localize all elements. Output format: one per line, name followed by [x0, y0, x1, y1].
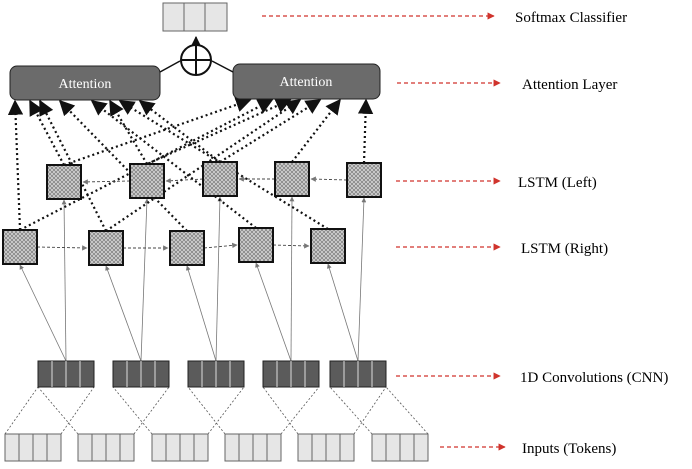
- fan-link: [133, 386, 170, 435]
- cnn-to-lstm-arrow: [61, 199, 67, 362]
- fan-link: [60, 386, 95, 435]
- lstm-to-attention-arrow: [29, 99, 65, 166]
- lstm-left-arrow: [310, 176, 348, 182]
- cnn-to-lstm-arrow: [326, 263, 359, 362]
- fan-link: [207, 386, 245, 435]
- lstm-left-label: LSTM (Left): [518, 175, 597, 191]
- lstm-left-cells: [46, 161, 382, 200]
- attention-right: Attention: [232, 63, 381, 100]
- attention-left-label: Attention: [59, 77, 112, 92]
- cnn-to-lstm-arrow: [215, 196, 223, 362]
- lstm-to-attention-arrow: [146, 98, 292, 166]
- cnn-to-lstm-arrow: [255, 262, 292, 362]
- softmax-label: Softmax Classifier: [515, 10, 627, 26]
- input-tokens: [4, 433, 429, 462]
- lstm-to-attention-arrow: [105, 99, 302, 232]
- cnn-to-lstm-arrow: [289, 196, 295, 362]
- lstm-to-attention-arrow: [138, 100, 221, 163]
- fan-link: [37, 386, 79, 435]
- lstm-left-cell: [346, 162, 382, 198]
- softmax-output: [162, 2, 228, 32]
- attention-right-label: Attention: [280, 75, 333, 90]
- lstm-to-attention-arrow: [39, 99, 107, 232]
- cnn-to-lstm-arrow: [19, 264, 67, 362]
- lstm-left-arrow: [82, 179, 131, 185]
- input-to-cnn-links: [4, 386, 429, 435]
- lstm-left-cell: [274, 161, 310, 197]
- lstm-to-attention-arrow: [357, 98, 374, 164]
- fan-link: [329, 386, 373, 435]
- combine-node: [159, 35, 234, 76]
- lstm-to-attention-arrow: [291, 98, 341, 163]
- lstm-left-cell: [202, 161, 238, 197]
- lstm-right-arrow: [203, 242, 238, 249]
- layer-annotations: Softmax Classifier Attention Layer LSTM …: [262, 10, 668, 457]
- inputs-label: Inputs (Tokens): [522, 441, 616, 457]
- cnn-label: 1D Convolutions (CNN): [520, 370, 668, 386]
- cnn-to-lstm-arrow: [185, 265, 217, 362]
- lstm-right-arrow: [272, 243, 310, 249]
- lstm-left-cell: [46, 164, 82, 200]
- lstm-right-cell: [2, 229, 38, 265]
- lstm-right-cell: [169, 230, 205, 266]
- lstm-right-arrow: [36, 245, 88, 251]
- fan-link: [353, 386, 387, 435]
- lstm-right-cell: [88, 230, 124, 266]
- fan-link: [187, 386, 226, 435]
- fan-link: [280, 386, 320, 435]
- lstm-to-attention-arrow: [7, 99, 24, 231]
- cnn-to-lstm-arrow: [105, 265, 142, 362]
- lstm-right-cell: [238, 227, 274, 263]
- lstm-right-cells: [2, 227, 346, 266]
- cnn-blocks: [37, 360, 387, 388]
- cnn-to-lstm-arrow: [357, 197, 367, 362]
- lstm-right-cell: [310, 228, 346, 264]
- lstm-to-attention-arrow: [118, 100, 329, 230]
- fan-link: [385, 386, 429, 435]
- fan-link: [4, 386, 39, 435]
- lstm-right-recurrence: [36, 242, 310, 251]
- lstm-to-attention-arrow: [58, 99, 188, 232]
- fan-link: [262, 386, 299, 435]
- lstm-left-recurrence: [82, 176, 348, 185]
- cnn-to-lstm-arrow: [140, 198, 150, 362]
- fan-link: [112, 386, 153, 435]
- lstm-right-label: LSTM (Right): [521, 241, 608, 257]
- lstm-left-cell: [129, 163, 165, 199]
- lstm-left-arrow: [165, 178, 204, 184]
- lstm-to-attention-arrow: [219, 99, 322, 163]
- attention-left: Attention: [9, 65, 161, 101]
- cnn-to-lstm-links: [19, 196, 367, 362]
- lstm-to-attention-arrow: [109, 99, 148, 165]
- attention-layer-label: Attention Layer: [522, 77, 617, 93]
